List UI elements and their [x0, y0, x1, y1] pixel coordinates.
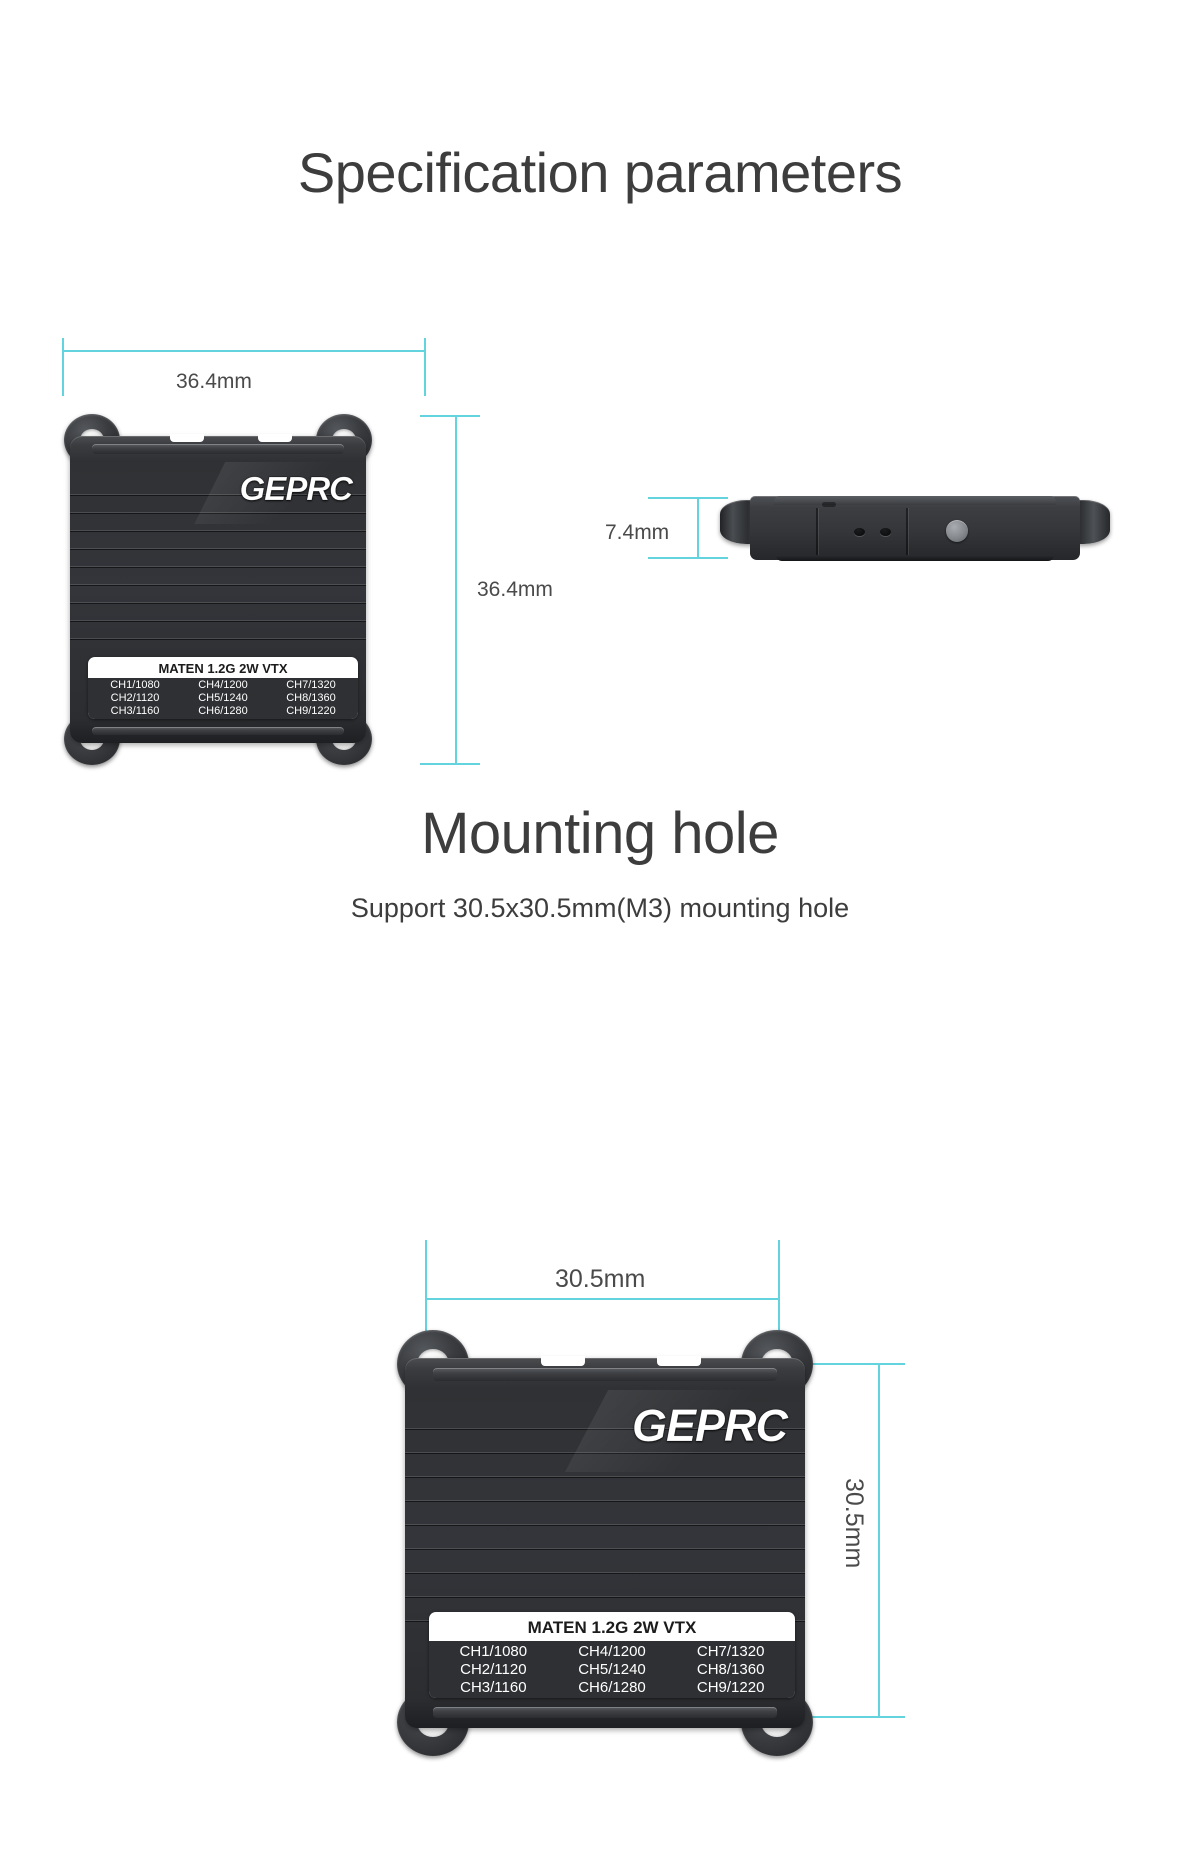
dim-line-thickness: [697, 497, 699, 559]
heatsink-fin: [70, 620, 366, 622]
housing-top-lip: [92, 444, 344, 454]
dim-tick-height-bottom: [420, 763, 480, 765]
channel-cell: CH1/1080: [110, 679, 160, 691]
vtx-top-view-small: GEPRC MATEN 1.2G 2W VTX CH1/1080 CH4/120…: [62, 412, 374, 767]
heatsink-fin: [70, 512, 366, 514]
side-housing-dent: [822, 502, 836, 507]
channel-cell: CH6/1280: [198, 705, 248, 717]
dim-tick-height-top: [420, 415, 480, 417]
housing-chamfer: [194, 462, 366, 524]
dim-tick-mount-left: [425, 1240, 427, 1360]
channel-cell: CH6/1280: [578, 1679, 646, 1696]
dim-label-thickness-7: 7.4mm: [605, 521, 670, 544]
vtx-housing: GEPRC MATEN 1.2G 2W VTX CH1/1080 CH4/120…: [405, 1358, 805, 1728]
housing-notch: [170, 434, 204, 442]
product-label-plate: MATEN 1.2G 2W VTX CH1/1080 CH4/1200 CH7/…: [88, 657, 358, 719]
dim-tick-mount-right: [778, 1240, 780, 1360]
heatsink-fin: [70, 494, 366, 496]
heatsink-fin: [405, 1452, 805, 1454]
channel-cell: CH4/1200: [578, 1643, 646, 1660]
channel-grid: CH1/1080 CH4/1200 CH7/1320 CH2/1120 CH5/…: [429, 1641, 795, 1698]
heatsink-fin: [405, 1524, 805, 1526]
side-housing: [750, 496, 1080, 561]
side-housing-top-edge: [774, 496, 1056, 505]
channel-cell: CH2/1120: [460, 1661, 527, 1678]
heatsink-fin: [405, 1596, 805, 1598]
housing-top-lip: [433, 1368, 777, 1381]
channel-cell: CH8/1360: [286, 692, 336, 704]
housing-bottom-lip: [433, 1707, 777, 1718]
vtx-top-view-large: GEPRC MATEN 1.2G 2W VTX CH1/1080 CH4/120…: [395, 1328, 815, 1758]
dim-label-height-36: 36.4mm: [477, 578, 553, 601]
dim-label-mount-horizontal: 30.5mm: [555, 1265, 646, 1293]
channel-cell: CH4/1200: [198, 679, 248, 691]
dim-tick-width-right: [424, 338, 426, 396]
housing-notch: [657, 1356, 701, 1366]
dim-tick-width-left: [62, 338, 64, 396]
channel-cell: CH9/1220: [286, 705, 336, 717]
channel-grid: CH1/1080 CH4/1200 CH7/1320 CH2/1120 CH5/…: [88, 678, 358, 719]
vtx-housing: GEPRC MATEN 1.2G 2W VTX CH1/1080 CH4/120…: [70, 436, 366, 743]
mounting-subtitle: Support 30.5x30.5mm(M3) mounting hole: [350, 893, 850, 923]
dim-tick-thickness-top: [648, 497, 728, 499]
label-title: MATEN 1.2G 2W VTX: [527, 1618, 697, 1637]
dim-line-height-right: [455, 415, 457, 765]
housing-chamfer: [565, 1390, 805, 1472]
heatsink-fin: [70, 566, 366, 568]
side-push-button: [946, 520, 968, 542]
heatsink-fins: [70, 488, 366, 703]
geprc-logo: GEPRC: [631, 1400, 789, 1452]
channel-cell: CH1/1080: [459, 1643, 528, 1660]
channel-cell: CH9/1220: [696, 1679, 765, 1696]
side-housing-seam: [816, 508, 818, 556]
heatsink-fin: [70, 584, 366, 586]
heatsink-fin: [70, 638, 366, 640]
dim-tick-mount-top: [775, 1363, 905, 1365]
heatsink-fin: [70, 548, 366, 550]
heatsink-fin: [70, 530, 366, 532]
channel-cell: CH5/1240: [198, 692, 248, 704]
dim-label-width-36: 36.4mm: [176, 370, 252, 393]
side-screw-hole: [854, 528, 865, 536]
heatsink-fin: [70, 602, 366, 604]
channel-cell: CH7/1320: [286, 679, 336, 691]
dim-label-mount-vertical: 30.5mm: [840, 1478, 868, 1569]
geprc-logo: GEPRC: [239, 470, 353, 508]
label-title: MATEN 1.2G 2W VTX: [158, 661, 288, 676]
heatsink-fin: [405, 1476, 805, 1478]
mounting-heading: Mounting hole: [421, 801, 779, 866]
housing-notch: [258, 434, 292, 442]
housing-bottom-lip: [92, 727, 344, 735]
channel-cell: CH8/1360: [696, 1661, 765, 1678]
dim-tick-mount-bottom: [775, 1716, 905, 1718]
housing-notch: [541, 1356, 585, 1366]
side-screw-hole: [880, 528, 891, 536]
heatsink-fin: [405, 1572, 805, 1574]
channel-cell: CH5/1240: [578, 1661, 646, 1678]
dim-line-mount-vertical: [878, 1363, 880, 1718]
channel-cell: CH2/1120: [110, 692, 160, 704]
dim-line-mount-horizontal: [425, 1298, 780, 1300]
heatsink-fin: [405, 1500, 805, 1502]
vtx-side-view: [720, 492, 1110, 561]
channel-cell: CH3/1160: [110, 705, 160, 717]
channel-cell: CH7/1320: [696, 1643, 765, 1660]
dim-line-width-top: [62, 350, 426, 352]
dim-tick-thickness-bottom: [648, 557, 728, 559]
channel-cell: CH3/1160: [460, 1679, 527, 1696]
side-housing-bottom-edge: [776, 555, 1054, 561]
product-label-plate: MATEN 1.2G 2W VTX CH1/1080 CH4/1200 CH7/…: [429, 1612, 795, 1698]
heatsink-fin: [405, 1548, 805, 1550]
side-housing-seam: [906, 508, 908, 556]
spec-heading: Specification parameters: [297, 141, 903, 204]
heatsink-fin: [405, 1428, 805, 1430]
